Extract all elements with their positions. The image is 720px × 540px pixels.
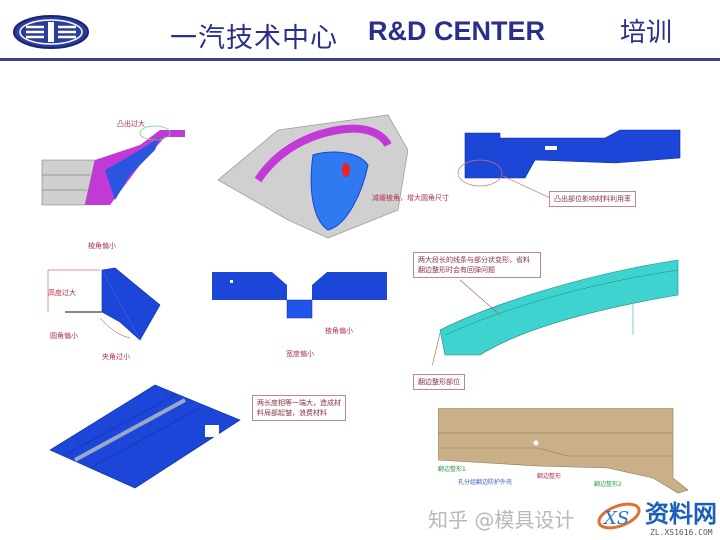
label-edge-small-1: 棱角偏小 [88,242,116,250]
label-flange-1: 翻边整形1 [438,466,466,473]
header-divider [0,58,720,61]
label-flange: 翻边整形 [537,473,562,480]
header-title-en: R&D CENTER [368,16,546,46]
label-protrusion-too-large: 凸出过大 [117,120,145,128]
callout-flange-area: 翻边整形部位 [413,374,465,391]
figure-floor-panel [49,384,241,489]
header-title-cn: 一汽技术中心 [170,23,338,54]
label-hole-group: 孔分组翻边防护外壳 [458,479,513,486]
svg-text:XS: XS [602,508,629,529]
figure-frame-rail [438,408,688,494]
watermark-url: ZL.XS1616.COM [650,528,713,537]
callout-wrinkle-waste: 两长度相等一端大，造成材料局部起皱，浪费材料 [252,395,346,422]
label-fillet-small: 圆角偏小 [50,332,78,340]
callout-rail-springback: 两大段长的线条与部分状变形，省料翻边整形时会有回弹问题 [413,252,541,279]
xs-logo: XS [597,502,641,530]
label-flange-2: 翻边整形2 [594,481,622,488]
label-edge-small-2: 棱角偏小 [325,327,353,335]
figure-pocket-channel [212,272,387,319]
watermark-site: 资料网 [645,500,717,528]
label-height-too-large: 高度过大 [48,289,76,297]
header-training: 培训 [620,18,673,48]
figure-long-beam [457,129,681,198]
label-angle-small: 夹角过小 [102,353,130,361]
figure-angle-bracket [47,267,161,341]
figure-bent-channel [41,125,185,206]
watermark-zhihu: 知乎 @模具设计 [428,508,575,532]
figure-curved-rail [432,259,679,365]
faw-logo [13,15,89,49]
label-width-small: 宽度偏小 [286,350,314,358]
figure-tunnel-part [218,114,408,239]
label-reduce-edge: 减缓棱角，增大圆角尺寸 [372,194,449,202]
callout-protrusion-material: 凸出部位影响材料利用率 [549,191,636,208]
